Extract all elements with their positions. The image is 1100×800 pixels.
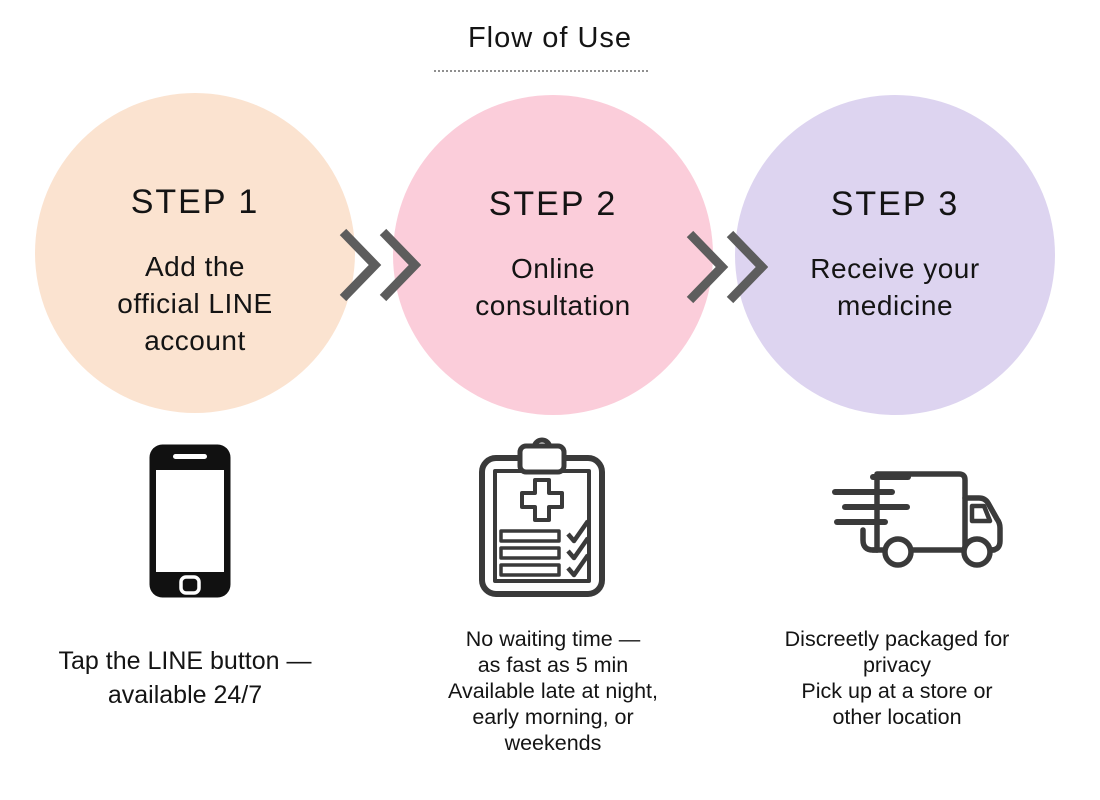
step-2-label: STEP 2 (488, 185, 618, 223)
step-3-description: Receive your medicine (810, 253, 980, 321)
step-2-circle: STEP 2 Online consultation (393, 95, 713, 415)
medical-checklist-icon (479, 437, 605, 597)
delivery-truck-icon (832, 471, 1003, 568)
double-chevron-icon (686, 230, 768, 304)
step-1-circle: STEP 1 Add the official LINE account (35, 93, 355, 413)
step-3-caption: Discreetly packaged for privacy Pick up … (784, 627, 1010, 729)
step-1-caption: Tap the LINE button — available 24/7 (58, 647, 312, 709)
double-chevron-icon (339, 228, 421, 302)
step-2-caption: No waiting time — as fast as 5 min Avail… (448, 627, 658, 755)
step-1-description: Add the official LINE account (117, 251, 273, 356)
step-1-label: STEP 1 (130, 183, 260, 221)
page-title: Flow of Use (467, 22, 633, 54)
smartphone-icon (149, 444, 231, 598)
title-dotted-divider (434, 70, 648, 72)
step-3-label: STEP 3 (830, 185, 960, 223)
step-3-circle: STEP 3 Receive your medicine (735, 95, 1055, 415)
step-2-description: Online consultation (475, 253, 631, 321)
